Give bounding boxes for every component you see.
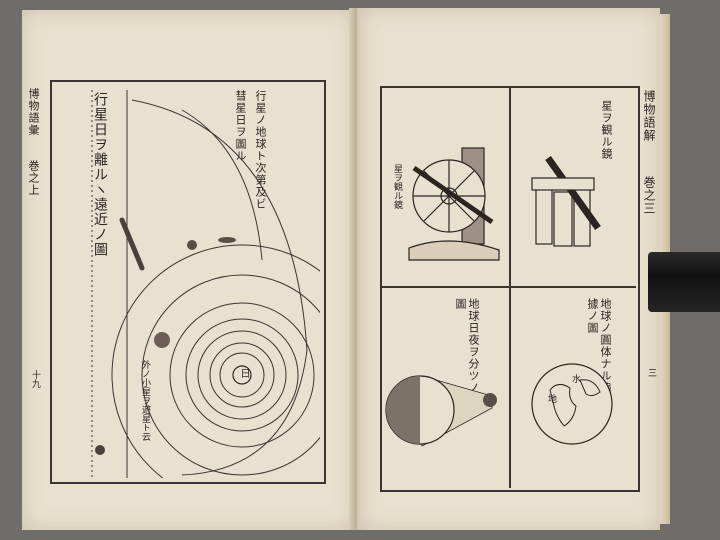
day-night-illustration [385, 375, 497, 447]
globe-label-water: 水 [570, 374, 580, 383]
right-page-frame [380, 86, 640, 492]
grid-horizontal-divider [382, 286, 636, 288]
left-margin-title: 博物語彙 [27, 88, 40, 136]
right-margin-page-no: 三 [646, 368, 656, 377]
globe-caption: 地球ノ圓体ナル遍據ノ圖 [586, 298, 612, 394]
sun-label: 日 [238, 368, 249, 379]
right-page: 博物語解 巻之三 三 星ヲ観ル鏡 星ヲ観ル鏡 [360, 8, 660, 530]
grid-vertical-divider [509, 88, 511, 488]
left-page: 博物語彙 巻之上 十九 行星日ヲ離ルヽ遠近ノ圖 行星ノ地球ト次第及ビ 彗星日ヲ圖… [22, 10, 354, 530]
caption-line-2: 彗星日ヲ圖ル [234, 90, 247, 162]
globe-illustration [531, 363, 613, 445]
outer-planets-label: 外ノ小星ヲ遊星ト云 [140, 360, 150, 441]
day-night-caption: 地球日夜ヲ分ツノ圖 [454, 298, 480, 394]
diagram-title: 行星日ヲ離ルヽ遠近ノ圖 [92, 92, 108, 257]
telescope-inner-caption: 星ヲ観ル鏡 [392, 164, 402, 209]
globe-label-land: 地 [546, 394, 556, 403]
right-margin-volume: 巻之三 [642, 176, 656, 215]
telescope-illustration [531, 155, 601, 247]
telescope-caption: 星ヲ観ル鏡 [600, 100, 613, 160]
planet-orbit-diagram [91, 90, 320, 478]
star-viewing-instrument [408, 147, 500, 261]
left-page-frame [50, 80, 326, 484]
left-margin-page-no: 十九 [30, 370, 40, 388]
right-margin-title: 博物語解 [642, 90, 656, 142]
left-margin-volume: 巻之上 [27, 160, 40, 196]
book-clip [648, 252, 720, 312]
